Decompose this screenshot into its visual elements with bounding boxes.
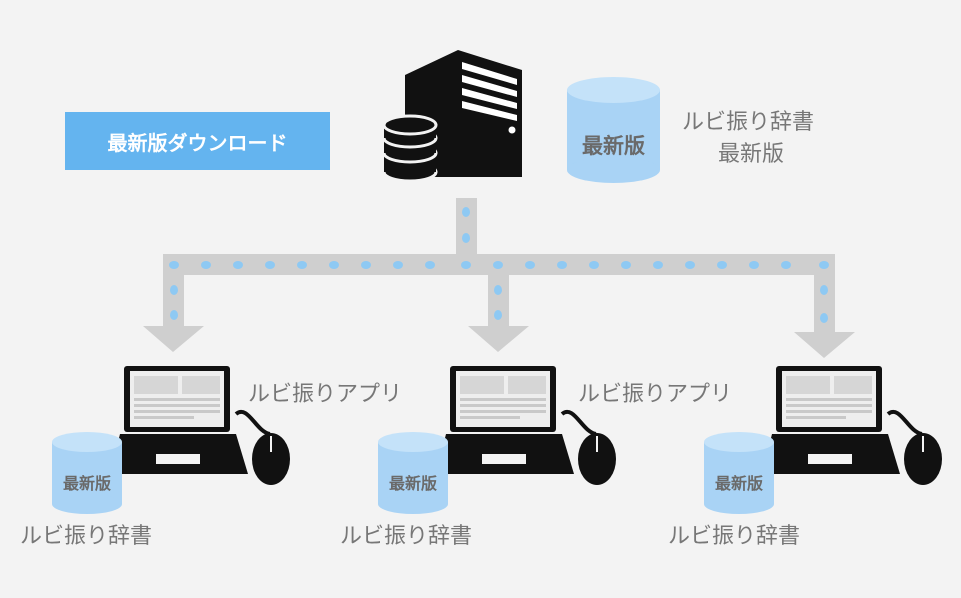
mouse-icon: [560, 409, 616, 485]
laptop-icon: [762, 366, 900, 474]
data-flow-dots: [169, 207, 829, 323]
database-cylinder-icon: [52, 432, 122, 514]
server-icon: [405, 50, 522, 177]
database-stack-icon: [382, 114, 438, 183]
mouse-icon: [886, 409, 942, 485]
client-dict-label: ルビ振り辞書: [20, 524, 153, 549]
client-db-label: 最新版: [62, 474, 111, 493]
server-dict-caption-line2: 最新版: [718, 142, 785, 167]
laptop-icon: [436, 366, 574, 474]
connector-network: [143, 198, 855, 358]
client-dict-label: ルビ振り辞書: [340, 524, 473, 549]
client-app-label: ルビ振りアプリ: [578, 382, 733, 407]
server-db-label: 最新版: [582, 134, 645, 158]
arrow-down-icon: [468, 326, 529, 352]
client-dict-label: ルビ振り辞書: [668, 524, 801, 549]
database-cylinder-icon: [378, 432, 448, 514]
database-cylinder-icon: [704, 432, 774, 514]
client-db-label: 最新版: [388, 474, 437, 493]
arrow-down-icon: [794, 332, 855, 358]
database-cylinder-icon: [567, 77, 660, 183]
client-db-label: 最新版: [714, 474, 763, 493]
client-app-label: ルビ振りアプリ: [248, 382, 403, 407]
arrow-down-icon: [143, 326, 204, 352]
server-dict-caption-line1: ルビ振り辞書: [682, 110, 815, 135]
mouse-icon: [234, 409, 290, 485]
laptop-icon: [110, 366, 248, 474]
download-banner: 最新版ダウンロード: [65, 112, 330, 170]
trunk-connector: [456, 198, 477, 264]
